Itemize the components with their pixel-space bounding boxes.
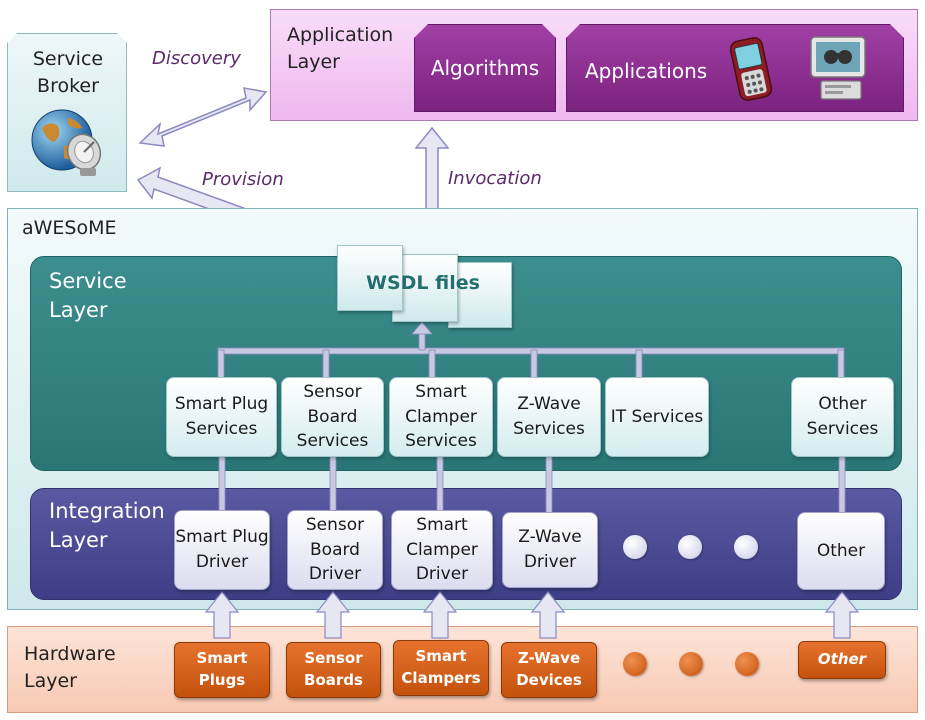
discovery-label: Discovery: [152, 48, 241, 69]
awesome-title: aWESoME: [22, 217, 117, 239]
application-layer-title: Application Layer: [287, 24, 394, 73]
service-layer-title: Service Layer: [49, 269, 127, 323]
application-layer: Application Layer Algorithms Application…: [270, 9, 918, 121]
other-device[interactable]: Other: [798, 641, 886, 679]
wsdl-files-label[interactable]: WSDL files: [366, 272, 480, 294]
wsdl-page-middle: [392, 254, 458, 322]
smart-clamper-services[interactable]: Smart Clamper Services: [389, 377, 493, 457]
invocation-label: Invocation: [448, 168, 542, 189]
sensor-board-services[interactable]: Sensor Board Services: [281, 377, 384, 457]
z-wave-driver[interactable]: Z-Wave Driver: [502, 512, 598, 588]
ellipsis-dot: [678, 535, 702, 559]
other-driver[interactable]: Other: [797, 512, 885, 590]
ellipsis-dot: [735, 652, 759, 676]
it-services[interactable]: IT Services: [605, 377, 709, 457]
z-wave-devices[interactable]: Z-Wave Devices: [501, 642, 597, 698]
other-services[interactable]: Other Services: [791, 377, 894, 457]
z-wave-services[interactable]: Z-Wave Services: [497, 377, 601, 457]
sensor-boards-device[interactable]: Sensor Boards: [286, 642, 381, 698]
wsdl-page-front: [337, 245, 403, 311]
smart-plug-driver[interactable]: Smart Plug Driver: [174, 510, 270, 590]
ellipsis-dot: [679, 652, 703, 676]
smart-plugs-device[interactable]: Smart Plugs: [174, 642, 270, 698]
algorithms-box[interactable]: Algorithms: [414, 24, 556, 112]
globe-satellite-icon: [28, 106, 108, 182]
ellipsis-dot: [623, 535, 647, 559]
discovery-arrow: [138, 87, 268, 147]
smart-clampers-device[interactable]: Smart Clampers: [393, 640, 489, 696]
service-broker[interactable]: Service Broker: [7, 33, 127, 192]
hardware-layer-title: Hardware Layer: [24, 643, 116, 692]
service-broker-title: Service Broker: [32, 48, 104, 97]
ellipsis-dot: [623, 652, 647, 676]
smart-clamper-driver[interactable]: Smart Clamper Driver: [391, 510, 493, 590]
desktop-computer-icon: [807, 35, 871, 105]
ellipsis-dot: [734, 535, 758, 559]
applications-box[interactable]: Applications: [566, 24, 904, 112]
provision-label: Provision: [202, 169, 284, 190]
applications-label: Applications: [585, 59, 708, 83]
integration-layer-title: Integration Layer: [49, 499, 165, 553]
smart-plug-services[interactable]: Smart Plug Services: [166, 377, 277, 457]
sensor-board-driver[interactable]: Sensor Board Driver: [287, 510, 383, 590]
mobile-phone-icon: [723, 33, 779, 105]
